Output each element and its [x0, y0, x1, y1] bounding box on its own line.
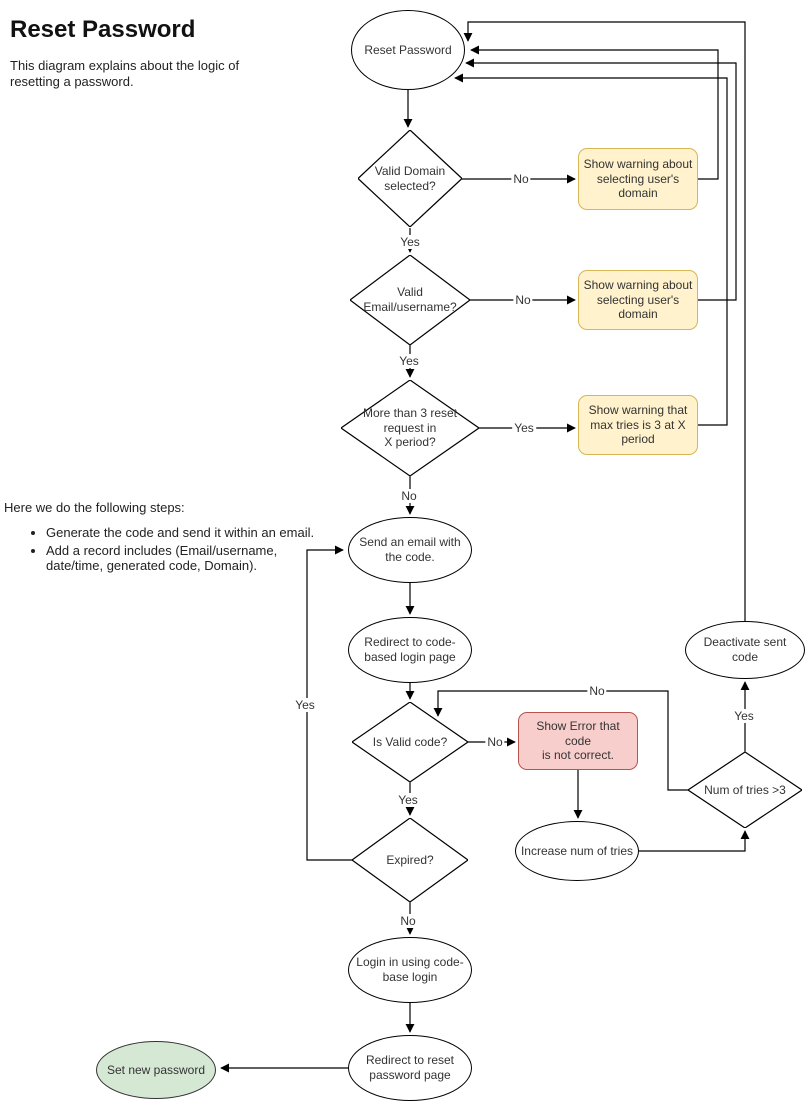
diamond-shape: [352, 702, 468, 782]
edge-label-no-num-tries: No: [587, 684, 607, 698]
diamond-shape: [352, 818, 468, 902]
steps-note-item: Generate the code and send it within an …: [46, 525, 324, 541]
node-set-new-password: Set new password: [96, 1041, 216, 1099]
node-error-code-incorrect: Show Error that code is not correct.: [518, 712, 638, 770]
edge-label-yes-max-tries: Yes: [512, 421, 536, 435]
edge-label-no-valid-code: No: [485, 735, 505, 749]
node-reset-password: Reset Password: [351, 10, 465, 90]
diamond-shape: [358, 130, 462, 227]
node-warning-max-tries: Show warning that max tries is 3 at X pe…: [578, 395, 698, 455]
steps-note-list: Generate the code and send it within an …: [4, 525, 324, 574]
edge-label-no-expired: No: [398, 914, 418, 928]
node-increase-num-tries: Increase num of tries: [515, 821, 639, 881]
node-is-valid-code-decision: Is Valid code?: [352, 702, 468, 782]
steps-note: Here we do the following steps: Generate…: [4, 500, 324, 576]
node-valid-domain-decision: Valid Domain selected?: [358, 130, 462, 227]
edge-label-yes-num-tries: Yes: [732, 709, 756, 723]
diamond-shape: [341, 380, 479, 476]
diamond-shape: [350, 255, 470, 345]
node-more-than-3-decision: More than 3 reset request in X period?: [341, 380, 479, 476]
node-valid-email-decision: Valid Email/username?: [350, 255, 470, 345]
edge-label-yes-email: Yes: [397, 354, 421, 368]
node-warning-email: Show warning about selecting user's doma…: [578, 270, 698, 330]
node-login-code-base: Login in using code- base login: [348, 937, 472, 1003]
page-title: Reset Password: [10, 16, 196, 43]
edge-label-no-email: No: [513, 293, 533, 307]
edge-label-yes-domain: Yes: [398, 235, 422, 249]
edge-label-yes-valid-code: Yes: [396, 793, 420, 807]
steps-note-intro: Here we do the following steps:: [4, 500, 185, 515]
node-expired-decision: Expired?: [352, 818, 468, 902]
node-num-tries-decision: Num of tries >3: [688, 752, 802, 828]
page-subtitle: This diagram explains about the logic of…: [10, 58, 240, 90]
node-warning-domain: Show warning about selecting user's doma…: [578, 148, 698, 210]
node-deactivate-sent-code: Deactivate sent code: [685, 621, 805, 679]
node-redirect-code-login: Redirect to code- based login page: [348, 617, 472, 683]
node-redirect-reset-page: Redirect to reset password page: [348, 1035, 472, 1101]
edge-label-no-max-tries: No: [399, 489, 419, 503]
steps-note-item: Add a record includes (Email/username, d…: [46, 543, 324, 574]
edge-label-yes-expired: Yes: [293, 698, 317, 712]
edge-label-no-domain: No: [511, 172, 531, 186]
diamond-shape: [688, 752, 802, 828]
node-send-email: Send an email with the code.: [348, 517, 472, 583]
